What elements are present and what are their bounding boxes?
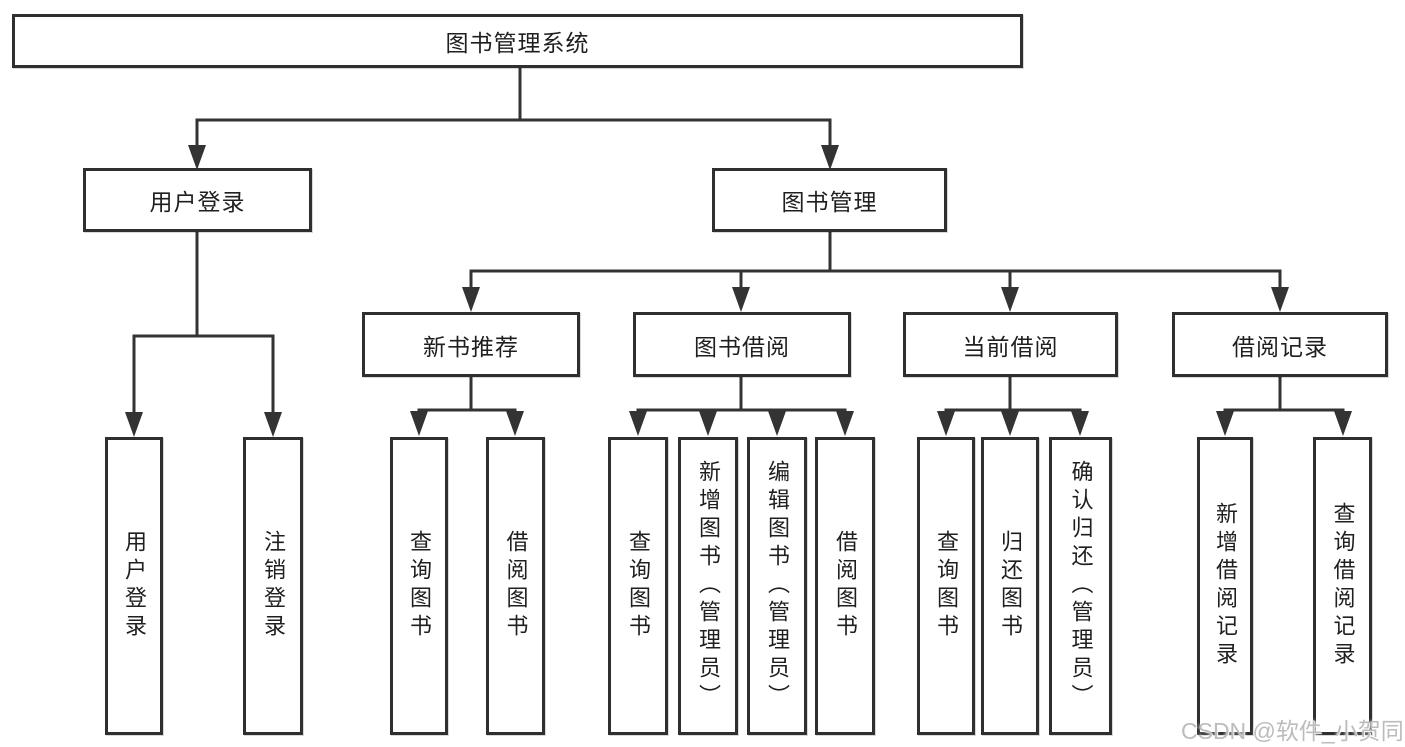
leaf-query-borrow-record-label: 查询借阅记录 bbox=[1330, 502, 1356, 670]
leaf-add-books-admin-label: 新增图书（管理员） bbox=[696, 460, 721, 712]
leaf-borrow-books-label: 借阅图书 bbox=[833, 530, 858, 642]
node-root-system: 图书管理系统 bbox=[12, 14, 1023, 68]
leaf-borrow-books-recommend-label: 借阅图书 bbox=[503, 530, 529, 642]
leaf-return-books-label: 归还图书 bbox=[998, 530, 1023, 642]
leaf-query-books-borrow: 查询图书 bbox=[608, 437, 668, 735]
node-book-borrow: 图书借阅 bbox=[633, 312, 851, 377]
leaf-confirm-return-admin: 确认归还（管理员） bbox=[1049, 437, 1112, 735]
leaf-query-borrow-record: 查询借阅记录 bbox=[1313, 437, 1372, 735]
leaf-add-books-admin: 新增图书（管理员） bbox=[678, 437, 738, 735]
leaf-user-login: 用户登录 bbox=[105, 437, 163, 735]
leaf-query-books-recommend: 查询图书 bbox=[390, 437, 448, 735]
node-book-management: 图书管理 bbox=[712, 168, 947, 232]
node-borrow-records: 借阅记录 bbox=[1172, 312, 1388, 377]
node-new-book-recommend: 新书推荐 bbox=[362, 312, 580, 377]
leaf-edit-books-admin: 编辑图书（管理员） bbox=[747, 437, 807, 735]
node-borrow-records-label: 借阅记录 bbox=[1232, 333, 1328, 360]
node-root-label: 图书管理系统 bbox=[445, 30, 590, 56]
leaf-borrow-books: 借阅图书 bbox=[815, 437, 875, 735]
node-user-login-label: 用户登录 bbox=[149, 189, 246, 215]
leaf-confirm-return-admin-label: 确认归还（管理员） bbox=[1068, 460, 1094, 712]
leaf-borrow-books-recommend: 借阅图书 bbox=[486, 437, 545, 735]
node-current-borrow: 当前借阅 bbox=[903, 312, 1118, 377]
leaf-edit-books-admin-label: 编辑图书（管理员） bbox=[765, 460, 790, 712]
leaf-query-books-borrow-label: 查询图书 bbox=[626, 530, 651, 642]
node-book-management-label: 图书管理 bbox=[781, 189, 878, 215]
leaf-user-login-label: 用户登录 bbox=[122, 530, 147, 642]
leaf-add-borrow-record: 新增借阅记录 bbox=[1197, 437, 1253, 735]
leaf-query-books-recommend-label: 查询图书 bbox=[407, 530, 432, 642]
leaf-add-borrow-record-label: 新增借阅记录 bbox=[1213, 502, 1238, 670]
leaf-query-books-current: 查询图书 bbox=[917, 437, 975, 735]
leaf-return-books: 归还图书 bbox=[981, 437, 1039, 735]
leaf-logout: 注销登录 bbox=[243, 437, 303, 735]
node-user-login: 用户登录 bbox=[83, 168, 312, 232]
leaf-query-books-current-label: 查询图书 bbox=[934, 530, 959, 642]
leaf-logout-label: 注销登录 bbox=[261, 530, 286, 642]
node-current-borrow-label: 当前借阅 bbox=[962, 333, 1059, 360]
node-book-borrow-label: 图书借阅 bbox=[694, 333, 790, 360]
csdn-watermark: CSDN @软件_小贺同学 bbox=[1181, 718, 1405, 744]
arrowheads bbox=[125, 145, 1352, 437]
node-new-book-recommend-label: 新书推荐 bbox=[423, 333, 519, 360]
